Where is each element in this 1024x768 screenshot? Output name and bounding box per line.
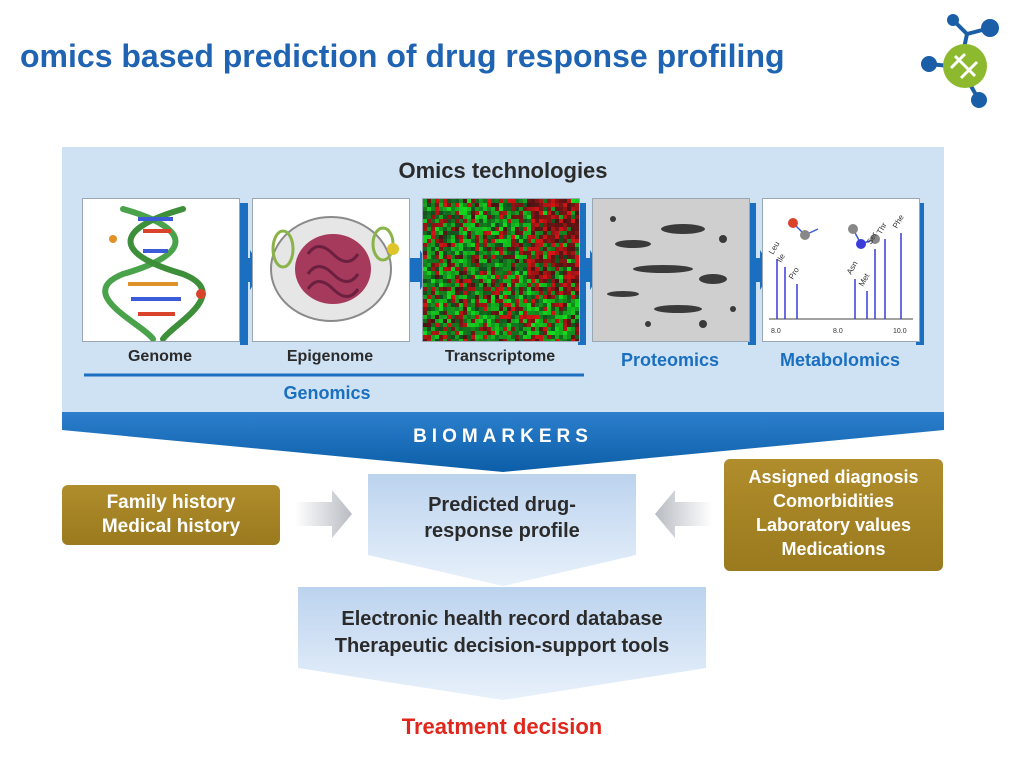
medical-history-text: Medical history <box>101 516 241 537</box>
right-arrow <box>655 490 712 538</box>
molecule-logo-icon <box>921 14 999 108</box>
predicted-profile-text: Predicted drug- response profile <box>424 494 580 542</box>
omics-heading: Omics technologies <box>398 158 608 183</box>
spectrum-tick-label: 8.0 <box>833 328 843 335</box>
genomics-label: Genomics <box>283 383 371 403</box>
panel-label-genome: Genome <box>127 348 192 365</box>
medications-text: Medications <box>781 539 886 559</box>
panel-label-proteomics: Proteomics <box>620 350 720 370</box>
ehr-text: Electronic health record database Therap… <box>334 608 670 657</box>
spectrum-peak-label: Met <box>857 271 872 288</box>
panel-label-transcriptome: Transcriptome <box>444 348 556 365</box>
left-arrow <box>295 490 352 538</box>
genome-image <box>82 198 240 342</box>
proteomics-image <box>592 198 750 342</box>
panel-label-epigenome: Epigenome <box>286 348 374 365</box>
patient-history-box: Family history Medical history <box>62 485 280 545</box>
ehr-box <box>298 587 706 700</box>
biomarkers-funnel <box>62 412 944 472</box>
panel-label-metabolomics: Metabolomics <box>779 350 901 370</box>
spectrum-tick-label: 10.0 <box>893 328 907 335</box>
spectrum-tick-label: 8.0 <box>771 328 781 335</box>
spectrum-peak-label: Phe <box>891 213 906 230</box>
profile-box <box>368 474 636 586</box>
comorbidities-text: Comorbidities <box>772 491 894 511</box>
assigned-diagnosis-text: Assigned diagnosis <box>748 467 919 487</box>
spectrum-peak-label: Thr <box>875 221 889 236</box>
clinical-data-box: Assigned diagnosis Comorbidities Laborat… <box>724 459 943 571</box>
spectrum-peak-label: Pro <box>787 265 801 281</box>
treatment-decision: Treatment decision <box>401 714 603 739</box>
slide-title: omics based prediction of drug response … <box>20 38 785 74</box>
epigenome-image <box>252 198 410 342</box>
laboratory-values-text: Laboratory values <box>755 515 912 535</box>
family-history-text: Family history <box>106 492 236 513</box>
transcriptome-image <box>422 198 580 342</box>
biomarkers-label: BIOMARKERS <box>413 426 593 447</box>
spectrum-peak-label: Asn <box>845 260 860 276</box>
